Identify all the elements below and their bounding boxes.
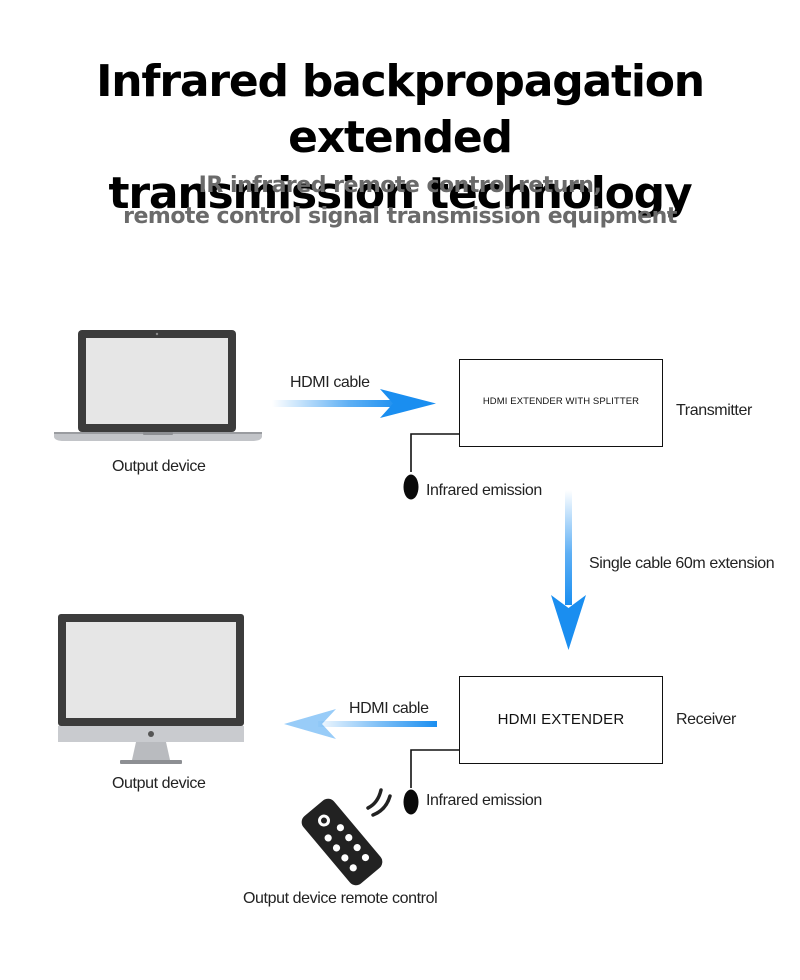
transmitter-label: Transmitter: [676, 402, 752, 419]
hdmi-cable-arrow-bottom: [284, 709, 437, 739]
page-subtitle: IR infrared remote control return, remot…: [0, 170, 800, 232]
remote-control-label: Output device remote control: [243, 890, 438, 907]
imac-label: Output device: [112, 775, 206, 792]
hdmi-cable-arrow-top: [272, 389, 436, 418]
ir-sensor-icon: [403, 433, 461, 500]
receiver-box: HDMI EXTENDER: [459, 676, 663, 764]
page-subtitle-line-2: remote control signal transmission equip…: [123, 204, 677, 229]
imac-icon: [58, 614, 244, 764]
transmitter-box: HDMI EXTENDER WITH SPLITTER: [459, 359, 663, 447]
cable-extension-label: Single cable 60m extension: [589, 555, 775, 572]
transmitter-box-label: HDMI EXTENDER WITH SPLITTER: [482, 396, 640, 407]
hdmi-cable-label-bottom: HDMI cable: [349, 700, 429, 717]
remote-control-icon: [301, 788, 392, 886]
ir-sensor-icon: [403, 749, 461, 815]
page-title-line-1: Infrared backpropagation extended: [96, 56, 705, 163]
cable-extension-arrow: [551, 490, 586, 650]
ir-emission-label-top: Infrared emission: [426, 482, 542, 499]
page-subtitle-line-1: IR infrared remote control return,: [198, 173, 602, 198]
page-title: Infrared backpropagation extended transm…: [0, 54, 800, 222]
receiver-label: Receiver: [676, 711, 736, 728]
hdmi-cable-label-top: HDMI cable: [290, 374, 370, 391]
receiver-box-label: HDMI EXTENDER: [497, 710, 625, 728]
laptop-label: Output device: [112, 458, 206, 475]
page-title-line-2: transmission technology: [108, 168, 693, 219]
laptop-icon: [54, 330, 262, 441]
ir-emission-label-bottom: Infrared emission: [426, 792, 542, 809]
